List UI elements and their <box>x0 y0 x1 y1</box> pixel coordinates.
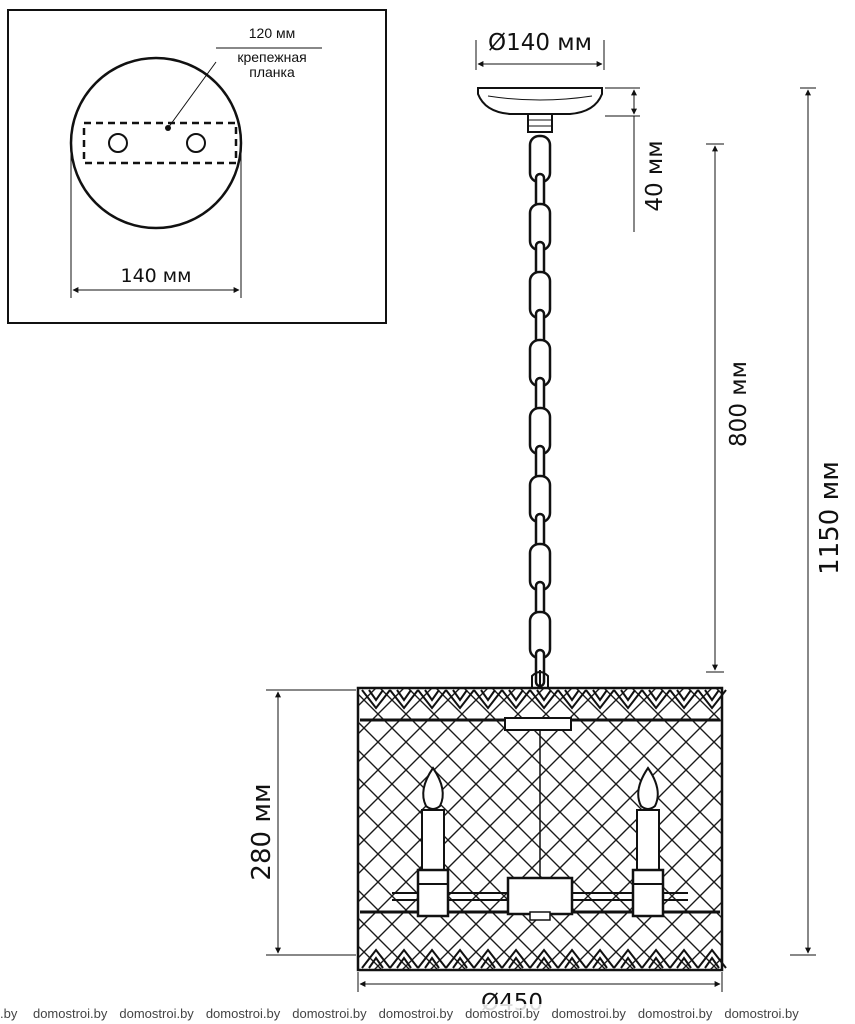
canopy-height-label: 40 мм <box>642 140 668 211</box>
crystal-drop <box>361 948 391 969</box>
screw-hole-right <box>186 133 206 153</box>
crystal-drop <box>529 689 559 710</box>
total-height-label: 1150 мм <box>815 461 845 575</box>
watermark-text: domostroi.by <box>724 1006 799 1021</box>
crystal-drop <box>389 948 419 969</box>
crystal-drop <box>473 689 503 710</box>
crystal-drop <box>585 948 615 969</box>
crystal-drop <box>529 948 559 969</box>
crystal-drop <box>557 948 587 969</box>
ceiling-plate-circle <box>69 56 243 230</box>
mounting-plate-inset: 120 мм крепежная планка 140 мм <box>7 9 387 324</box>
watermark-lead: .by <box>0 1006 18 1021</box>
watermark-text: domostroi.by <box>205 1006 281 1021</box>
watermark-text: domostroi.by <box>119 1006 194 1021</box>
watermark-text: domostroi.by <box>378 1006 454 1021</box>
crystal-drop <box>613 948 643 969</box>
crystal-drop <box>669 948 699 969</box>
crystal-drop <box>697 689 727 710</box>
crystal-drop <box>613 689 643 710</box>
candle-left <box>416 766 450 918</box>
crystal-drop <box>417 948 447 969</box>
suspension-chain <box>528 134 552 694</box>
bracket-label-line2: планка <box>249 64 295 80</box>
crystal-drop <box>501 689 531 710</box>
crystal-drop <box>361 689 391 710</box>
shade-height-label: 280 мм <box>247 783 277 880</box>
watermark-strip: .by domostroi.by domostroi.by domostroi.by… <box>0 1004 855 1024</box>
crystal-drop <box>417 689 447 710</box>
crystal-drop <box>445 948 475 969</box>
bracket-width-label: 120 мм <box>249 25 296 41</box>
watermark-text: domostroi.by <box>637 1006 713 1021</box>
crystal-drop <box>445 689 475 710</box>
crystal-drop <box>641 689 671 710</box>
canopy: Ø140 мм <box>475 30 605 133</box>
crystal-drop <box>389 689 419 710</box>
crystal-drop <box>697 948 727 969</box>
watermark-text: domostroi.by <box>32 1006 108 1021</box>
canopy-diameter-label: Ø140 мм <box>488 30 592 56</box>
screw-hole-left <box>108 133 128 153</box>
crystal-drop <box>669 689 699 710</box>
candle-right <box>631 766 665 918</box>
mounting-bracket-outline <box>82 121 238 165</box>
crystal-drop <box>473 948 503 969</box>
base-width-label: 140 мм <box>121 265 192 287</box>
crystal-drop <box>557 689 587 710</box>
crystal-drop <box>501 948 531 969</box>
bracket-label-line1: крепежная <box>237 49 306 65</box>
chain-length-label: 800 мм <box>726 361 752 447</box>
crystal-drop <box>641 948 671 969</box>
watermark-text: domostroi.by <box>465 1006 540 1021</box>
lamp-shade <box>356 686 727 972</box>
crystal-drop <box>585 689 615 710</box>
watermark-text: domostroi.by <box>551 1006 626 1021</box>
watermark-text: domostroi.by <box>292 1006 367 1021</box>
